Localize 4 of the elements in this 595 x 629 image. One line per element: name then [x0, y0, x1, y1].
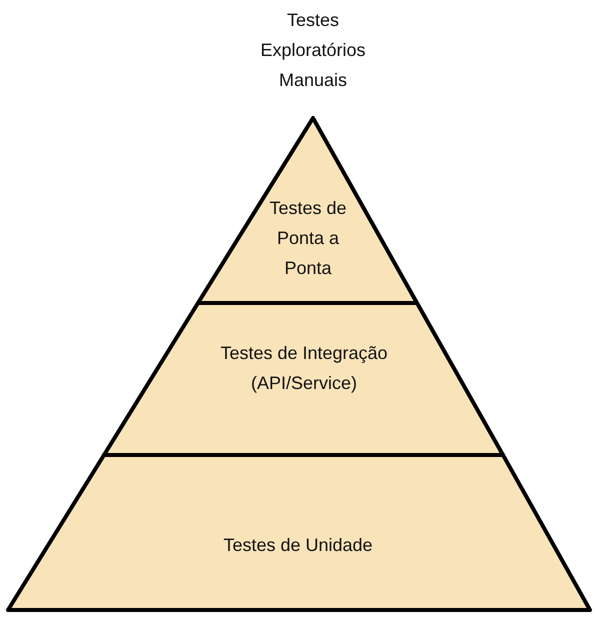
- level-label: Testes de Ponta a Ponta: [268, 197, 348, 280]
- apex-label: Testes Exploratórios Manuais: [259, 9, 367, 92]
- level-label: Testes de Integração (API/Service): [219, 342, 389, 395]
- level-label: Testes de Unidade: [222, 534, 374, 557]
